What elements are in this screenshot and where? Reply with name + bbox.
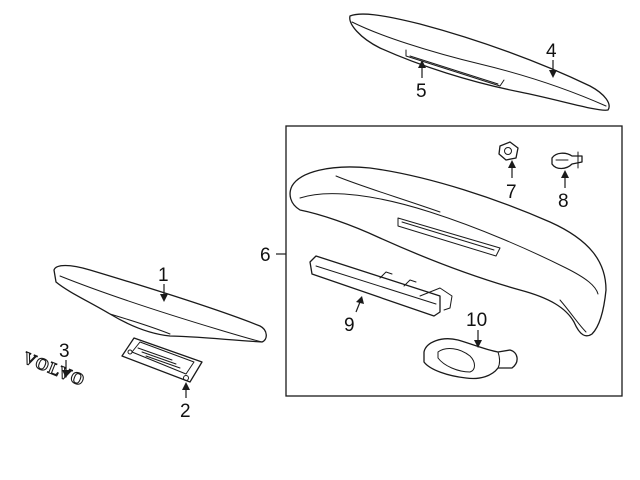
detail-group-frame <box>285 125 623 397</box>
emblem-lettering: VOLVO <box>21 348 88 390</box>
callout-10: 10 <box>466 310 487 331</box>
part-spoiler-assembly[interactable] <box>289 166 607 337</box>
callout-4: 4 <box>546 41 557 62</box>
part-clip[interactable] <box>551 151 583 170</box>
part-light-cover[interactable] <box>423 338 518 380</box>
callout-7: 7 <box>506 182 517 203</box>
callout-6: 6 <box>260 245 271 266</box>
part-spoiler-lower[interactable] <box>53 264 267 343</box>
callout-3: 3 <box>59 341 70 362</box>
part-bracket[interactable] <box>121 337 203 383</box>
leader-lines <box>62 60 569 398</box>
callout-2: 2 <box>180 401 191 422</box>
part-nut[interactable] <box>498 141 519 161</box>
part-spoiler-top[interactable] <box>349 13 610 111</box>
callout-8: 8 <box>558 191 569 212</box>
callout-1: 1 <box>158 265 169 286</box>
part-brake-light[interactable] <box>309 255 453 317</box>
callout-5: 5 <box>416 81 427 102</box>
part-emblem[interactable]: VOLVO <box>20 348 89 391</box>
callout-9: 9 <box>344 315 355 336</box>
